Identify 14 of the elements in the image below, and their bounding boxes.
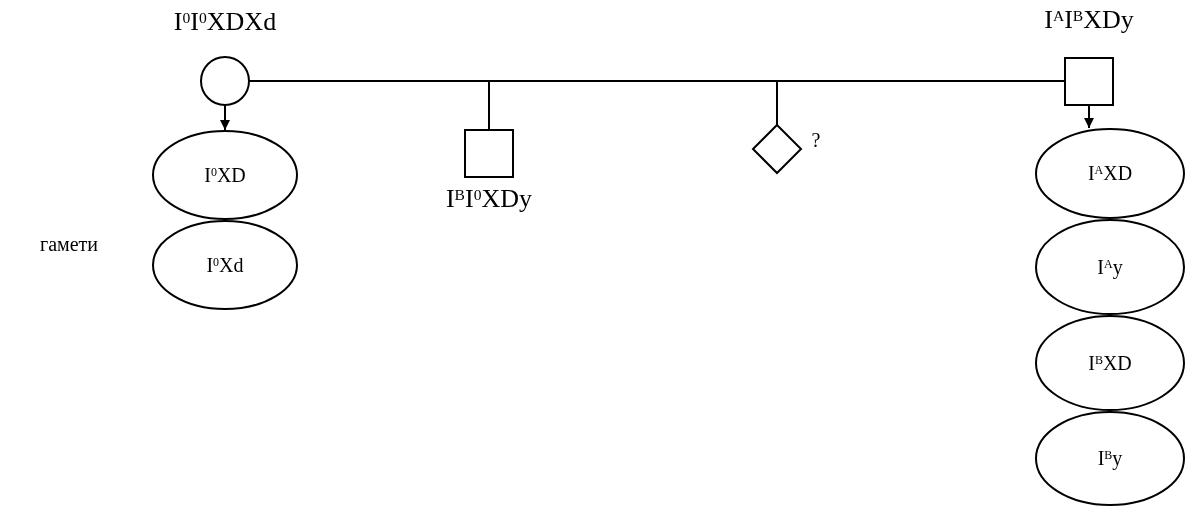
gametes-label: гамети	[40, 233, 99, 256]
genotype-text: I$^{A}$y	[1097, 255, 1123, 279]
descent-line	[776, 80, 1066, 126]
arrow	[220, 104, 230, 131]
genotype-text: I$^{A}$XD	[1087, 162, 1133, 185]
question-mark: ?	[811, 128, 821, 152]
genotype-label: I$^{B}$I$^{0}$XDy	[445, 184, 533, 214]
genotype-text: I$^{0}$Xd	[206, 253, 244, 277]
genotype-text: I$^{0}$XD	[204, 163, 246, 187]
genotype-label: I$^{0}$I$^{0}$XDXd	[173, 7, 277, 37]
genotype-label: I$^{A}$I$^{B}$XDy	[1044, 5, 1134, 35]
arrow	[1084, 104, 1094, 129]
genotype-text: I$^{B}$y	[1097, 447, 1123, 470]
genotype-text: I$^{B}$XD	[1088, 351, 1132, 375]
